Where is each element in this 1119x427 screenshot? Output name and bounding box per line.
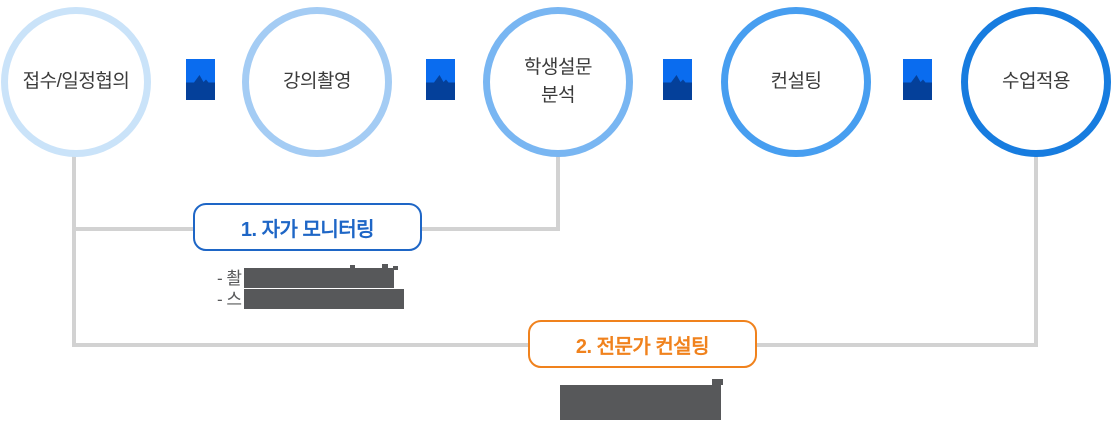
mountain-image-icon [663, 59, 692, 100]
step-separator-icon [426, 59, 455, 100]
note-self-monitoring-line-1: - 촬 [217, 268, 394, 289]
connector-circle3-down [556, 155, 560, 231]
step-label: 학생설문 분석 [524, 57, 592, 106]
connector-circle1-down [72, 155, 76, 345]
redacted-glyph-fragment [393, 266, 398, 270]
step-circle-filming: 강의촬영 [242, 7, 392, 157]
step-separator-icon [186, 59, 215, 100]
callout-self-monitoring-label: 1. 자가 모니터링 [240, 218, 375, 241]
mountain-image-icon [186, 59, 215, 100]
redacted-text-block-expert-consulting [560, 385, 721, 420]
note-visible-fragment: - 촬 [217, 269, 242, 288]
step-circle-class-application: 수업적용 [961, 7, 1111, 157]
step-circle-reception: 접수/일정협의 [1, 7, 151, 157]
step-separator-icon [903, 59, 932, 100]
connector-circle5-down [1034, 155, 1038, 347]
step-separator-icon [663, 59, 692, 100]
callout-self-monitoring: 1. 자가 모니터링 [193, 203, 422, 251]
callout-expert-consulting-label: 2. 전문가 컨설팅 [575, 335, 710, 358]
note-visible-fragment: - 스 [217, 290, 242, 309]
step-label: 강의촬영 [283, 71, 351, 93]
step-circle-survey-analysis: 학생설문 분석 [483, 7, 633, 157]
redacted-glyph-fragment [712, 379, 723, 385]
step-label: 접수/일정협의 [22, 71, 130, 93]
redacted-glyph-fragment [350, 265, 355, 269]
callout-expert-consulting: 2. 전문가 컨설팅 [528, 320, 757, 368]
redacted-text-bar [243, 268, 394, 288]
mountain-image-icon [903, 59, 932, 100]
step-circle-consulting: 컨설팅 [721, 7, 871, 157]
step-label: 수업적용 [1002, 71, 1070, 93]
note-self-monitoring-line-2: - 스 [217, 289, 404, 310]
mountain-image-icon [426, 59, 455, 100]
step-label: 컨설팅 [770, 71, 822, 93]
redacted-glyph-fragment [382, 264, 388, 269]
redacted-text-bar [243, 289, 404, 309]
